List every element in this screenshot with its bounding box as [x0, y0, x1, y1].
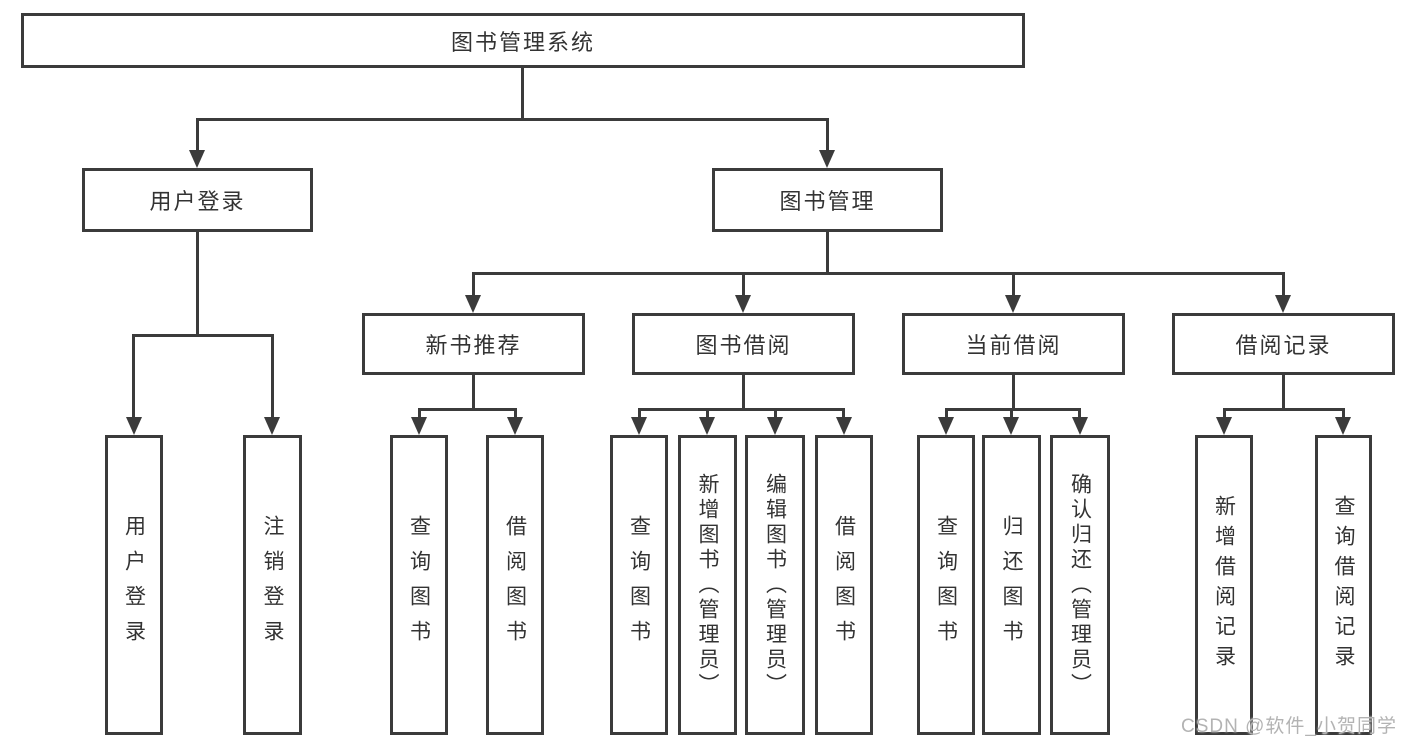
arrowhead-edit-book — [767, 417, 783, 435]
arrowhead-borrowing-records — [1275, 295, 1291, 313]
connector-to-user-login — [196, 118, 199, 154]
connector-to-query-book-3 — [945, 408, 948, 422]
arrowhead-user-login-leaf — [126, 417, 142, 435]
connector-to-edit-book — [774, 408, 777, 422]
connector-to-user-login-leaf — [132, 334, 135, 422]
arrowhead-confirm-return — [1072, 417, 1088, 435]
arrowhead-query-book-2 — [631, 417, 647, 435]
node-label: 查询图书 — [934, 515, 958, 655]
arrowhead-current-borrowing — [1005, 295, 1021, 313]
arrowhead-borrow-book-2 — [836, 417, 852, 435]
arrowhead-borrow-book-1 — [507, 417, 523, 435]
connector-to-query-book-1 — [418, 408, 421, 422]
arrowhead-add-book — [699, 417, 715, 435]
node-book-borrowing: 图书借阅 — [632, 313, 855, 375]
arrowhead-add-borrow-record — [1216, 417, 1232, 435]
connector-to-logout — [271, 334, 274, 422]
connector-book-borrow-branch — [638, 408, 845, 411]
node-label: 借阅图书 — [503, 515, 527, 655]
node-label: 当前借阅 — [965, 333, 1062, 358]
csdn-watermark: CSDN @软件_小贺同学 — [1181, 716, 1397, 737]
node-label: 注销登录 — [261, 515, 284, 655]
node-query-book-2: 查询图书 — [610, 435, 668, 735]
arrowhead-book-management — [819, 150, 835, 168]
connector-to-borrow-book-1 — [514, 408, 517, 422]
connector-level2-branch — [196, 118, 829, 121]
node-confirm-return-admin: 确认归还（管理员） — [1050, 435, 1110, 735]
node-label: 借阅记录 — [1235, 333, 1332, 358]
arrowhead-query-borrow-record — [1335, 417, 1351, 435]
connector-book-management-stem — [826, 232, 829, 275]
node-label: 用户登录 — [122, 515, 146, 655]
connector-user-login-stem — [196, 232, 199, 337]
connector-root-stem — [521, 68, 524, 121]
connector-book-borrow-stem — [742, 375, 745, 411]
node-add-borrow-record: 新增借阅记录 — [1195, 435, 1253, 735]
node-user-login: 用户登录 — [82, 168, 313, 232]
connector-to-current-borrowing — [1012, 272, 1015, 300]
connector-to-borrowing-records — [1282, 272, 1285, 300]
node-label: 图书管理 — [779, 189, 876, 214]
node-label: 归还图书 — [1000, 515, 1023, 655]
arrowhead-query-book-3 — [938, 417, 954, 435]
arrowhead-user-login — [189, 150, 205, 168]
node-borrowing-records: 借阅记录 — [1172, 313, 1395, 375]
node-current-borrowing: 当前借阅 — [902, 313, 1125, 375]
node-user-login-leaf: 用户登录 — [105, 435, 163, 735]
connector-new-book-branch — [418, 408, 517, 411]
node-query-book-3: 查询图书 — [917, 435, 975, 735]
connector-new-book-stem — [472, 375, 475, 411]
arrowhead-return-book — [1003, 417, 1019, 435]
connector-current-borrow-branch — [945, 408, 1081, 411]
node-label: 查询借阅记录 — [1332, 495, 1355, 675]
arrowhead-logout — [264, 417, 280, 435]
arrowhead-new-book-recommend — [465, 295, 481, 313]
node-label: 新增图书（管理员） — [696, 472, 719, 698]
arrowhead-query-book-1 — [411, 417, 427, 435]
connector-to-confirm-return — [1078, 408, 1081, 422]
node-label: 编辑图书（管理员） — [763, 472, 787, 698]
node-label: 确认归还（管理员） — [1068, 472, 1092, 698]
node-label: 查询图书 — [407, 515, 431, 655]
connector-user-login-branch — [133, 334, 273, 337]
node-borrow-book-2: 借阅图书 — [815, 435, 873, 735]
node-label: 新增借阅记录 — [1212, 495, 1236, 675]
connector-to-add-book — [706, 408, 709, 422]
connector-current-borrow-stem — [1012, 375, 1015, 411]
node-label: 查询图书 — [627, 515, 651, 655]
connector-to-book-management — [826, 118, 829, 154]
connector-to-book-borrowing — [742, 272, 745, 300]
node-query-book-1: 查询图书 — [390, 435, 448, 735]
node-add-book-admin: 新增图书（管理员） — [678, 435, 737, 735]
arrowhead-book-borrowing — [735, 295, 751, 313]
connector-to-borrow-book-2 — [842, 408, 845, 422]
node-label: 新书推荐 — [425, 333, 522, 358]
node-logout: 注销登录 — [243, 435, 302, 735]
node-label: 用户登录 — [149, 189, 246, 214]
node-query-borrow-record: 查询借阅记录 — [1315, 435, 1372, 735]
node-new-book-recommend: 新书推荐 — [362, 313, 585, 375]
node-edit-book-admin: 编辑图书（管理员） — [745, 435, 805, 735]
connector-borrow-record-stem — [1282, 375, 1285, 411]
connector-to-new-book-recommend — [472, 272, 475, 300]
connector-level3-branch — [472, 272, 1285, 275]
connector-to-add-borrow-record — [1223, 408, 1226, 422]
node-return-book: 归还图书 — [982, 435, 1041, 735]
connector-borrow-record-branch — [1223, 408, 1345, 411]
node-book-management: 图书管理 — [712, 168, 943, 232]
connector-to-query-borrow-record — [1342, 408, 1345, 422]
node-label: 图书管理系统 — [450, 29, 595, 55]
connector-to-query-book-2 — [638, 408, 641, 422]
connector-to-return-book — [1010, 408, 1013, 422]
node-label: 图书借阅 — [695, 333, 792, 358]
node-library-management-system: 图书管理系统 — [21, 13, 1025, 68]
node-borrow-book-1: 借阅图书 — [486, 435, 544, 735]
node-label: 借阅图书 — [832, 515, 856, 655]
